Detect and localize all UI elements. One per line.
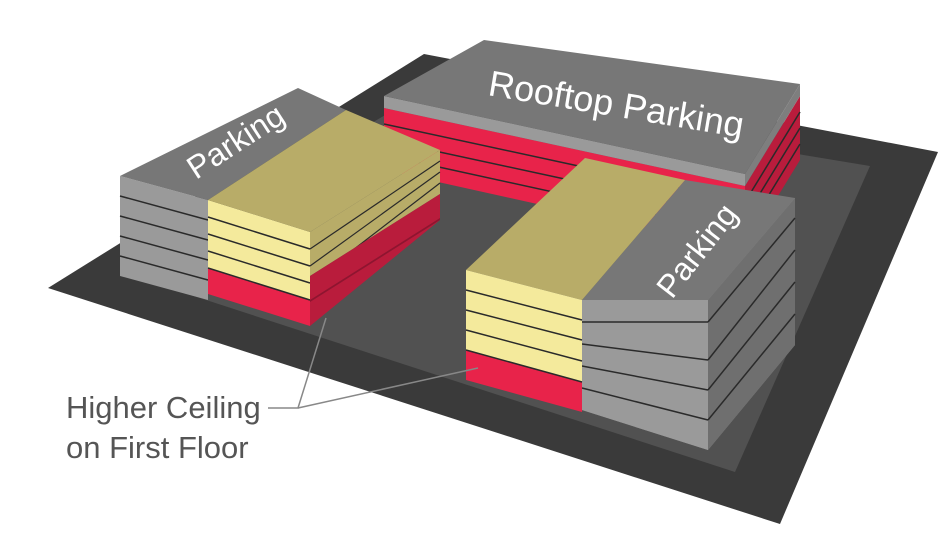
callout-line-2: on First Floor [66, 430, 249, 465]
right-parking-roof [582, 180, 795, 300]
callout: Higher Ceiling on First Floor [66, 317, 479, 465]
left-parking-roof [120, 88, 346, 200]
left-residential-roof [208, 110, 440, 232]
callout-leader-right [297, 367, 479, 409]
right-residential-roof [466, 158, 685, 300]
right-first-floor-retail [466, 350, 582, 412]
left-building: Parking [119, 88, 441, 326]
rooftop-parking-roof [384, 40, 800, 174]
left-first-floor-retail [208, 268, 310, 326]
right-building: Parking [465, 158, 796, 450]
callout-line-1: Higher Ceiling [66, 390, 261, 425]
